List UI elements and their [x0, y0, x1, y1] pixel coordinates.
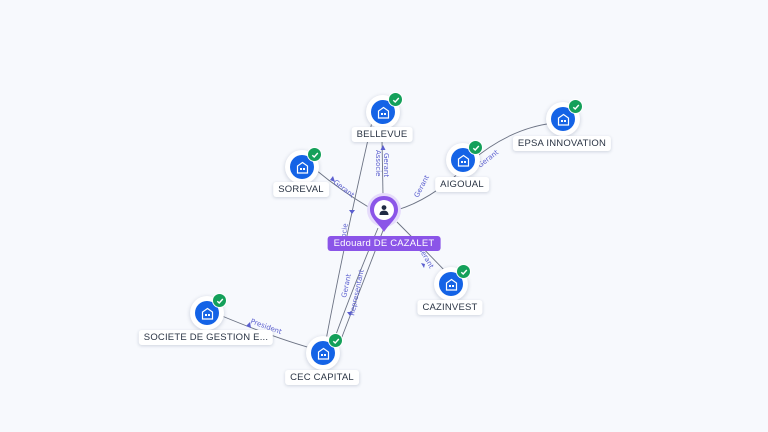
verified-check-icon: [307, 147, 322, 162]
arrow-cec-bellevue: [349, 210, 355, 214]
company-label-societe-de-gestion[interactable]: SOCIETE DE GESTION E...: [138, 330, 274, 345]
person-node[interactable]: [366, 192, 402, 236]
person-icon: [379, 205, 389, 215]
verified-check-icon: [212, 293, 227, 308]
edge-label-aigoual: Gerant: [413, 174, 431, 199]
company-label-epsa-innovation[interactable]: EPSA INNOVATION: [512, 136, 612, 151]
person-name-label[interactable]: Edouard DE CAZALET: [327, 236, 441, 251]
building-icon: [290, 155, 314, 179]
arrow-societe: [246, 322, 251, 328]
company-node-aigoual[interactable]: [446, 140, 483, 177]
company-node-cazinvest[interactable]: [434, 264, 471, 301]
verified-check-icon: [388, 92, 403, 107]
company-label-cec-capital[interactable]: CEC CAPITAL: [285, 370, 359, 385]
company-label-bellevue[interactable]: BELLEVUE: [351, 127, 413, 142]
verified-check-icon: [568, 99, 583, 114]
arrow-cec: [347, 312, 352, 316]
edge-soreval: [315, 169, 371, 209]
verified-check-icon: [468, 140, 483, 155]
arrow-bellevue: [380, 145, 386, 150]
company-node-soreval[interactable]: [285, 147, 322, 184]
edge-cec-bellevue: [325, 121, 373, 341]
company-label-soreval[interactable]: SOREVAL: [273, 182, 329, 197]
company-node-cec-capital[interactable]: [306, 333, 343, 370]
edge-label-bellevue-1: Gerant: [382, 153, 390, 177]
edge-label-bellevue-2: Associe: [374, 150, 382, 176]
verified-check-icon: [328, 333, 343, 348]
arrow-cazinvest: [421, 263, 425, 268]
company-node-bellevue[interactable]: [366, 92, 403, 129]
edge-label-soreval: Gerant: [332, 178, 356, 199]
verified-check-icon: [456, 264, 471, 279]
company-node-societe-de-gestion[interactable]: [190, 293, 227, 330]
company-label-cazinvest[interactable]: CAZINVEST: [417, 300, 483, 315]
company-label-aigoual[interactable]: AIGOUAL: [435, 177, 489, 192]
company-node-epsa-innovation[interactable]: [546, 99, 583, 136]
arrow-soreval: [330, 176, 335, 182]
